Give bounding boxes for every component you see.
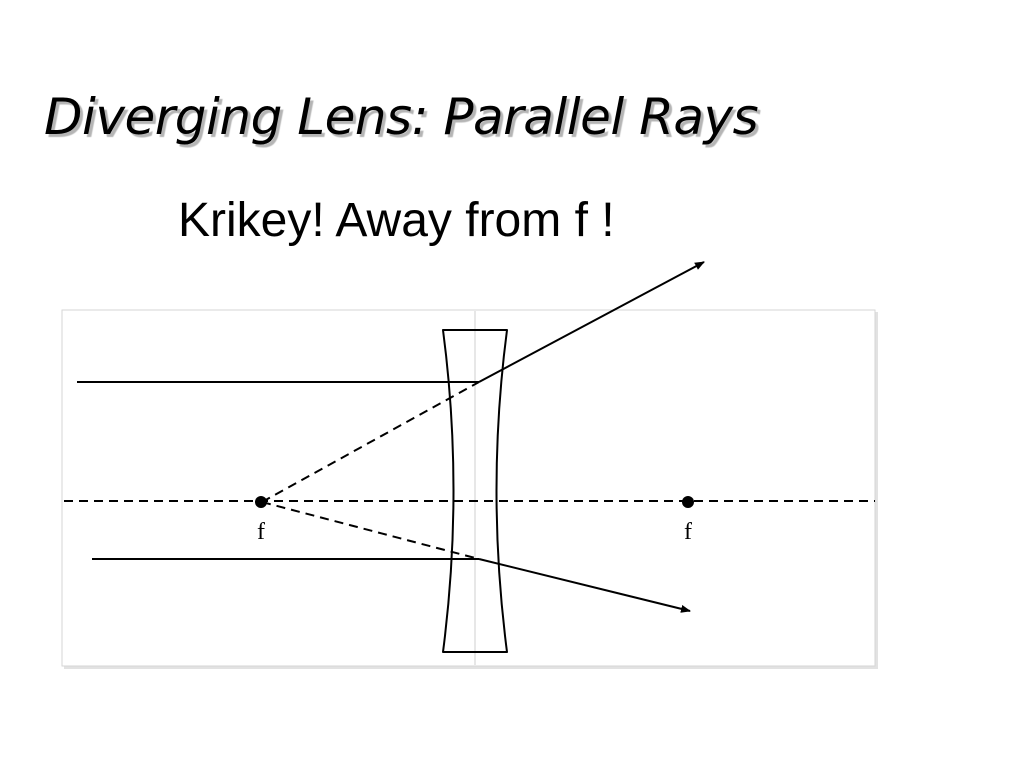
slide-title: Diverging Lens: Parallel Rays <box>44 88 759 146</box>
focal-point-left <box>255 496 267 508</box>
focal-label-right: f <box>684 519 692 545</box>
virtual-extension-bottom <box>261 501 480 560</box>
virtual-extension-top <box>261 381 480 503</box>
slide-subtitle: Krikey! Away from f ! <box>178 194 615 247</box>
refracted-ray-bottom <box>478 558 691 613</box>
focal-label-left: f <box>257 519 265 545</box>
refracted-ray-top <box>478 261 705 383</box>
focal-point-right <box>682 496 694 508</box>
figure-panel <box>61 309 876 667</box>
diverging-lens <box>442 329 508 653</box>
